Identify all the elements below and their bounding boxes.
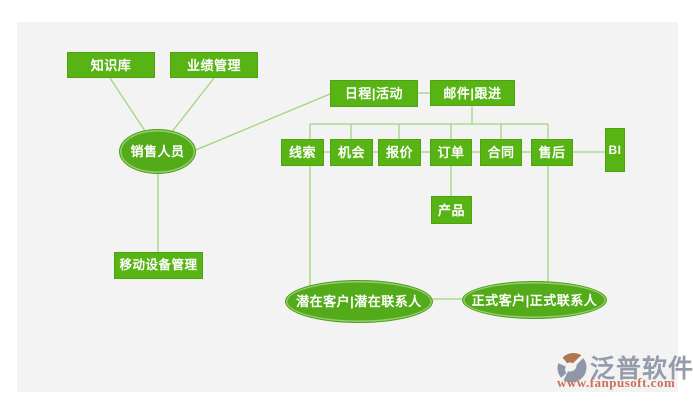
fanpu-logo-icon — [557, 352, 587, 383]
node-potential-customer-contact: 潜在客户|潜在联系人 — [285, 280, 433, 323]
node-performance-management: 业绩管理 — [170, 52, 258, 78]
node-leads: 线索 — [281, 139, 324, 166]
node-knowledge-base: 知识库 — [67, 52, 155, 78]
node-after-sales: 售后 — [531, 139, 573, 166]
node-contract: 合同 — [480, 139, 522, 166]
node-quotation: 报价 — [378, 139, 421, 166]
brand-name: 泛普软件 — [590, 355, 693, 383]
fanpu-watermark: 泛普软件 www.fanpusoft.com — [553, 349, 693, 393]
node-schedule-activity: 日程|活动 — [330, 80, 418, 107]
node-formal-customer-contact: 正式客户|正式联系人 — [462, 281, 607, 319]
node-sales-staff: 销售人员 — [119, 129, 196, 174]
node-order: 订单 — [430, 139, 472, 166]
node-opportunity: 机会 — [330, 139, 373, 166]
node-mobile-device-management: 移动设备管理 — [114, 252, 203, 279]
node-bi: BI — [605, 128, 625, 172]
node-product: 产品 — [431, 196, 472, 224]
node-email-followup: 邮件|跟进 — [430, 80, 515, 106]
brand-url: www.fanpusoft.com — [557, 375, 676, 390]
